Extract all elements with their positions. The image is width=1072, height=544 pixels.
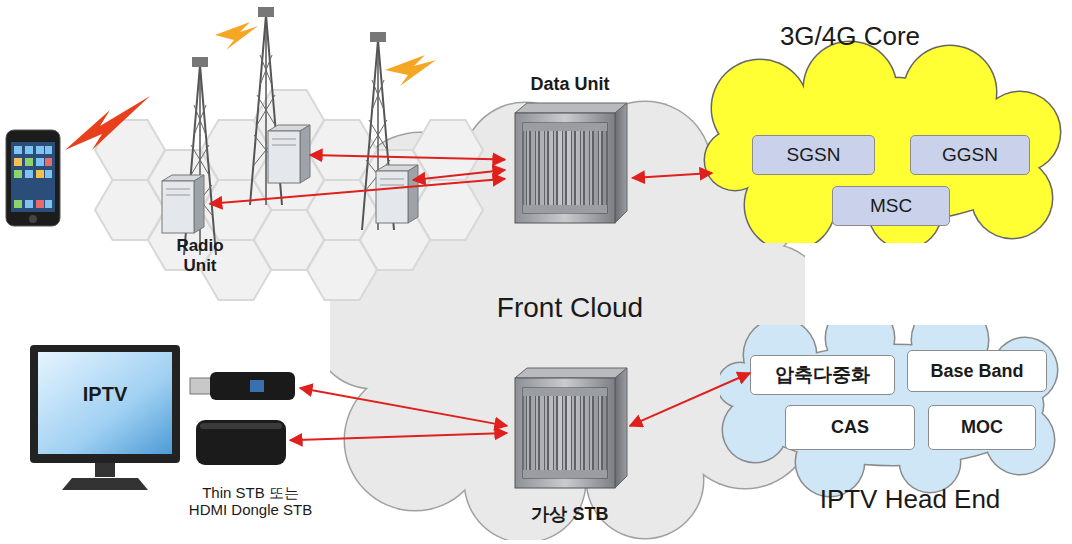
link-arrow [210, 179, 505, 204]
signal-bolt [65, 96, 150, 150]
headend-box: 압축다중화 [750, 355, 895, 395]
tv-set [30, 345, 180, 490]
headend-box: Base Band [907, 350, 1047, 392]
signal-bolt [215, 22, 258, 50]
headend-box: CAS [785, 405, 915, 450]
core-cloud: 3G/4G CoreSGSN GGSN MSC [700, 18, 1065, 243]
headend-box: MOC [928, 405, 1036, 450]
unit-label: 가상 STB [505, 504, 635, 525]
box-label: SGSN [787, 144, 841, 166]
core-box: SGSN [752, 135, 875, 175]
box-label: MSC [870, 195, 912, 217]
link-arrow [413, 170, 505, 180]
smartphone [6, 130, 60, 226]
box-label: 압축다중화 [775, 364, 870, 386]
unit-label: Radio Unit [170, 236, 230, 275]
screen-label: IPTV [60, 383, 150, 406]
cloud-title: 3G/4G Core [730, 22, 970, 52]
link-arrow [310, 155, 505, 160]
link-arrow [300, 388, 507, 426]
box-label: CAS [831, 417, 869, 438]
hdmi-dongle [190, 372, 295, 400]
box-label: MOC [961, 417, 1003, 438]
headend-cloud: IPTV Head End 압축다중화 Base BandCAS MOC [720, 325, 1065, 537]
core-box: GGSN [910, 135, 1030, 175]
unit-label: Data Unit [505, 74, 635, 95]
cell-grid [95, 90, 483, 300]
link-arrow [290, 433, 507, 440]
box-label: Base Band [930, 361, 1023, 382]
cloud-title: IPTV Head End [770, 485, 1050, 515]
link-arrow [630, 373, 750, 426]
thin-stb [196, 420, 286, 465]
cloud-title: Front Cloud [470, 292, 670, 324]
box-label: GGSN [942, 144, 998, 166]
signal-bolt [385, 55, 436, 86]
link-arrow [632, 173, 712, 178]
device-caption: Thin STB 또는 HDMI Dongle STB [183, 484, 318, 519]
core-box: MSC [832, 186, 950, 226]
